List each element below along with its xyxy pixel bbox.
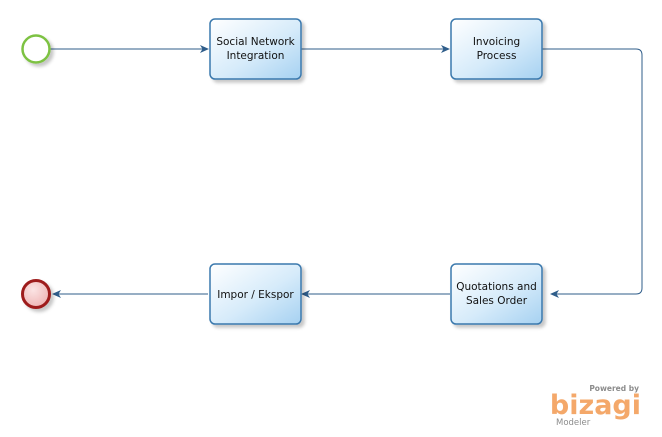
start-event[interactable] [21,34,51,64]
task-social-network-integration[interactable] [209,18,302,80]
bizagi-wordmark: bizagi [550,390,641,421]
task-label-line1: Impor / Ekspor [217,289,294,301]
flow-invoicing-to-quotations[interactable] [542,48,643,298]
end-event[interactable] [21,279,51,309]
task-label-line1: Social Network [216,36,295,48]
task-label-line2: Integration [227,50,285,62]
bizagi-logo: Powered by bizagi Modeler [550,384,641,428]
task-label-line1: Invoicing [473,36,520,48]
modeler-label: Modeler [556,418,591,428]
task-label-line2: Sales Order [466,295,528,307]
powered-by-label: Powered by [589,384,639,393]
task-label-line1: Quotations and [456,281,537,293]
task-impor-ekspor[interactable] [209,263,302,325]
task-label-line2: Process [477,50,517,62]
task-invoicing-process[interactable] [450,18,543,80]
task-quotations-sales-order[interactable] [450,263,543,325]
